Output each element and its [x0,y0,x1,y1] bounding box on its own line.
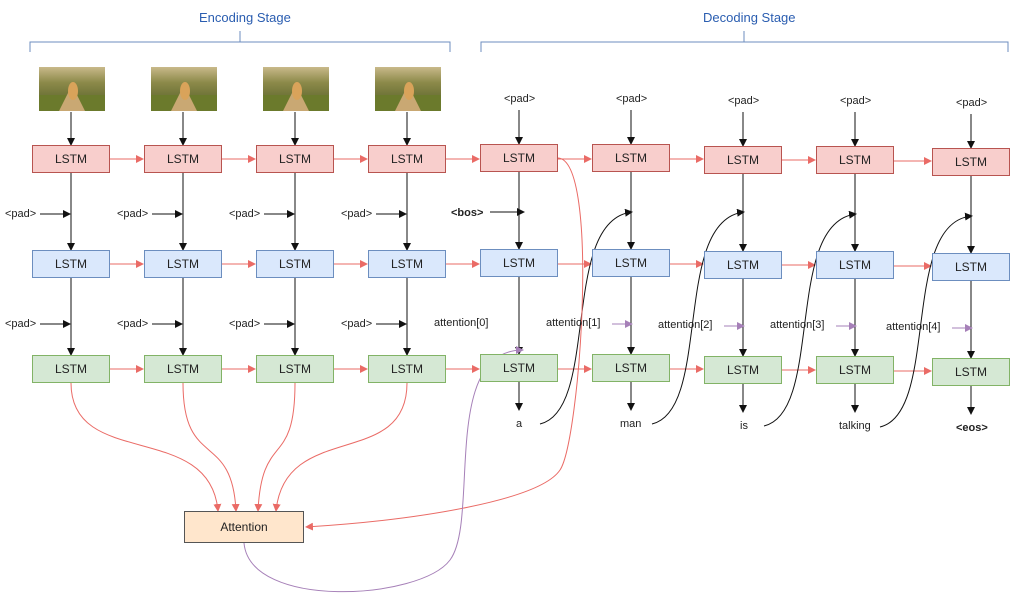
encoder-lstm-layer1-step1: LSTM [32,145,110,173]
encoder-lstm-layer1-step2: LSTM [144,145,222,173]
input-frame-image-4 [375,67,441,111]
decoder-pad-input-step1: <pad> [504,93,536,105]
encoder-to-attention-arrow-4 [272,382,408,512]
decoder-lstm-layer1-step1: LSTM [480,144,558,172]
encoder-pad-label-layer2-step3: <pad> [229,208,261,220]
decoder-lstm-layer3-step2: LSTM [592,354,670,382]
encoder-lstm-layer1-step3: LSTM [256,145,334,173]
bos-token-label: <bos> [451,207,484,219]
output-word-1: a [516,418,523,430]
decoder-lstm-layer3-step3: LSTM [704,356,782,384]
encoder-lstm-layer2-step2: LSTM [144,250,222,278]
encoder-pad-label-layer3-step2: <pad> [117,318,149,330]
decoder-pad-input-step2: <pad> [616,93,648,105]
encoder-pad-label-layer2-step1: <pad> [5,208,37,220]
encoder-pad-label-layer2-step4: <pad> [341,208,373,220]
encoder-lstm-layer2-step4: LSTM [368,250,446,278]
encoder-pad-label-layer3-step4: <pad> [341,318,373,330]
output-word-3: is [740,420,748,432]
input-frame-image-2 [151,67,217,111]
decoder-lstm-layer2-step3: LSTM [704,251,782,279]
decoder-lstm-layer1-step5: LSTM [932,148,1010,176]
decoder-lstm-layer2-step2: LSTM [592,249,670,277]
decoding-stage-brace [480,31,1009,52]
feedback-arrow-is [763,210,857,427]
encoder-lstm-layer2-step1: LSTM [32,250,110,278]
decoder-lstm-layer1-step4: LSTM [816,146,894,174]
decoder-lstm-layer3-step1: LSTM [480,354,558,382]
attention-label-4: attention[4] [886,321,941,333]
decoder-lstm-layer1-step2: LSTM [592,144,670,172]
encoder-lstm-layer3-step1: LSTM [32,355,110,383]
output-word-4: talking [839,420,871,432]
input-frame-image-3 [263,67,329,111]
encoder-pad-label-layer3-step1: <pad> [5,318,37,330]
encoding-stage-brace [29,31,451,52]
decoder-pad-input-step5: <pad> [956,97,988,109]
encoder-pad-label-layer3-step3: <pad> [229,318,261,330]
decoder-lstm-layer1-step3: LSTM [704,146,782,174]
decoder-lstm-layer3-step4: LSTM [816,356,894,384]
input-frame-image-1 [39,67,105,111]
encoding-stage-title: Encoding Stage [199,10,291,25]
encoder-to-attention-arrow-2 [182,382,240,512]
output-word-2: man [620,418,642,430]
encoder-lstm-layer1-step4: LSTM [368,145,446,173]
attention-label-2: attention[2] [658,319,713,331]
eos-token-label: <eos> [956,422,988,434]
feedback-arrow-man [651,208,745,425]
decoder-lstm-layer3-step5: LSTM [932,358,1010,386]
feedback-arrow-talking [879,212,973,428]
attention-label-3: attention[3] [770,319,825,331]
attention-label-0: attention[0] [434,317,489,329]
decoder-state-to-attention-arrow [305,157,584,531]
decoder-lstm-layer2-step4: LSTM [816,251,894,279]
decoding-stage-title: Decoding Stage [703,10,796,25]
decoder-pad-input-step3: <pad> [728,95,760,107]
attention-module: Attention [184,511,304,543]
encoder-to-attention-arrow-1 [70,382,222,512]
encoder-lstm-layer3-step2: LSTM [144,355,222,383]
decoder-lstm-layer2-step1: LSTM [480,249,558,277]
attention-label-1: attention[1] [546,317,601,329]
encoder-lstm-layer2-step3: LSTM [256,250,334,278]
encoder-pad-label-layer2-step2: <pad> [117,208,149,220]
encoder-to-attention-arrow-3 [254,382,296,512]
encoder-lstm-layer3-step4: LSTM [368,355,446,383]
attention-to-decoder-arrow [243,346,524,593]
encoder-lstm-layer3-step3: LSTM [256,355,334,383]
decoder-pad-input-step4: <pad> [840,95,872,107]
decoder-lstm-layer2-step5: LSTM [932,253,1010,281]
